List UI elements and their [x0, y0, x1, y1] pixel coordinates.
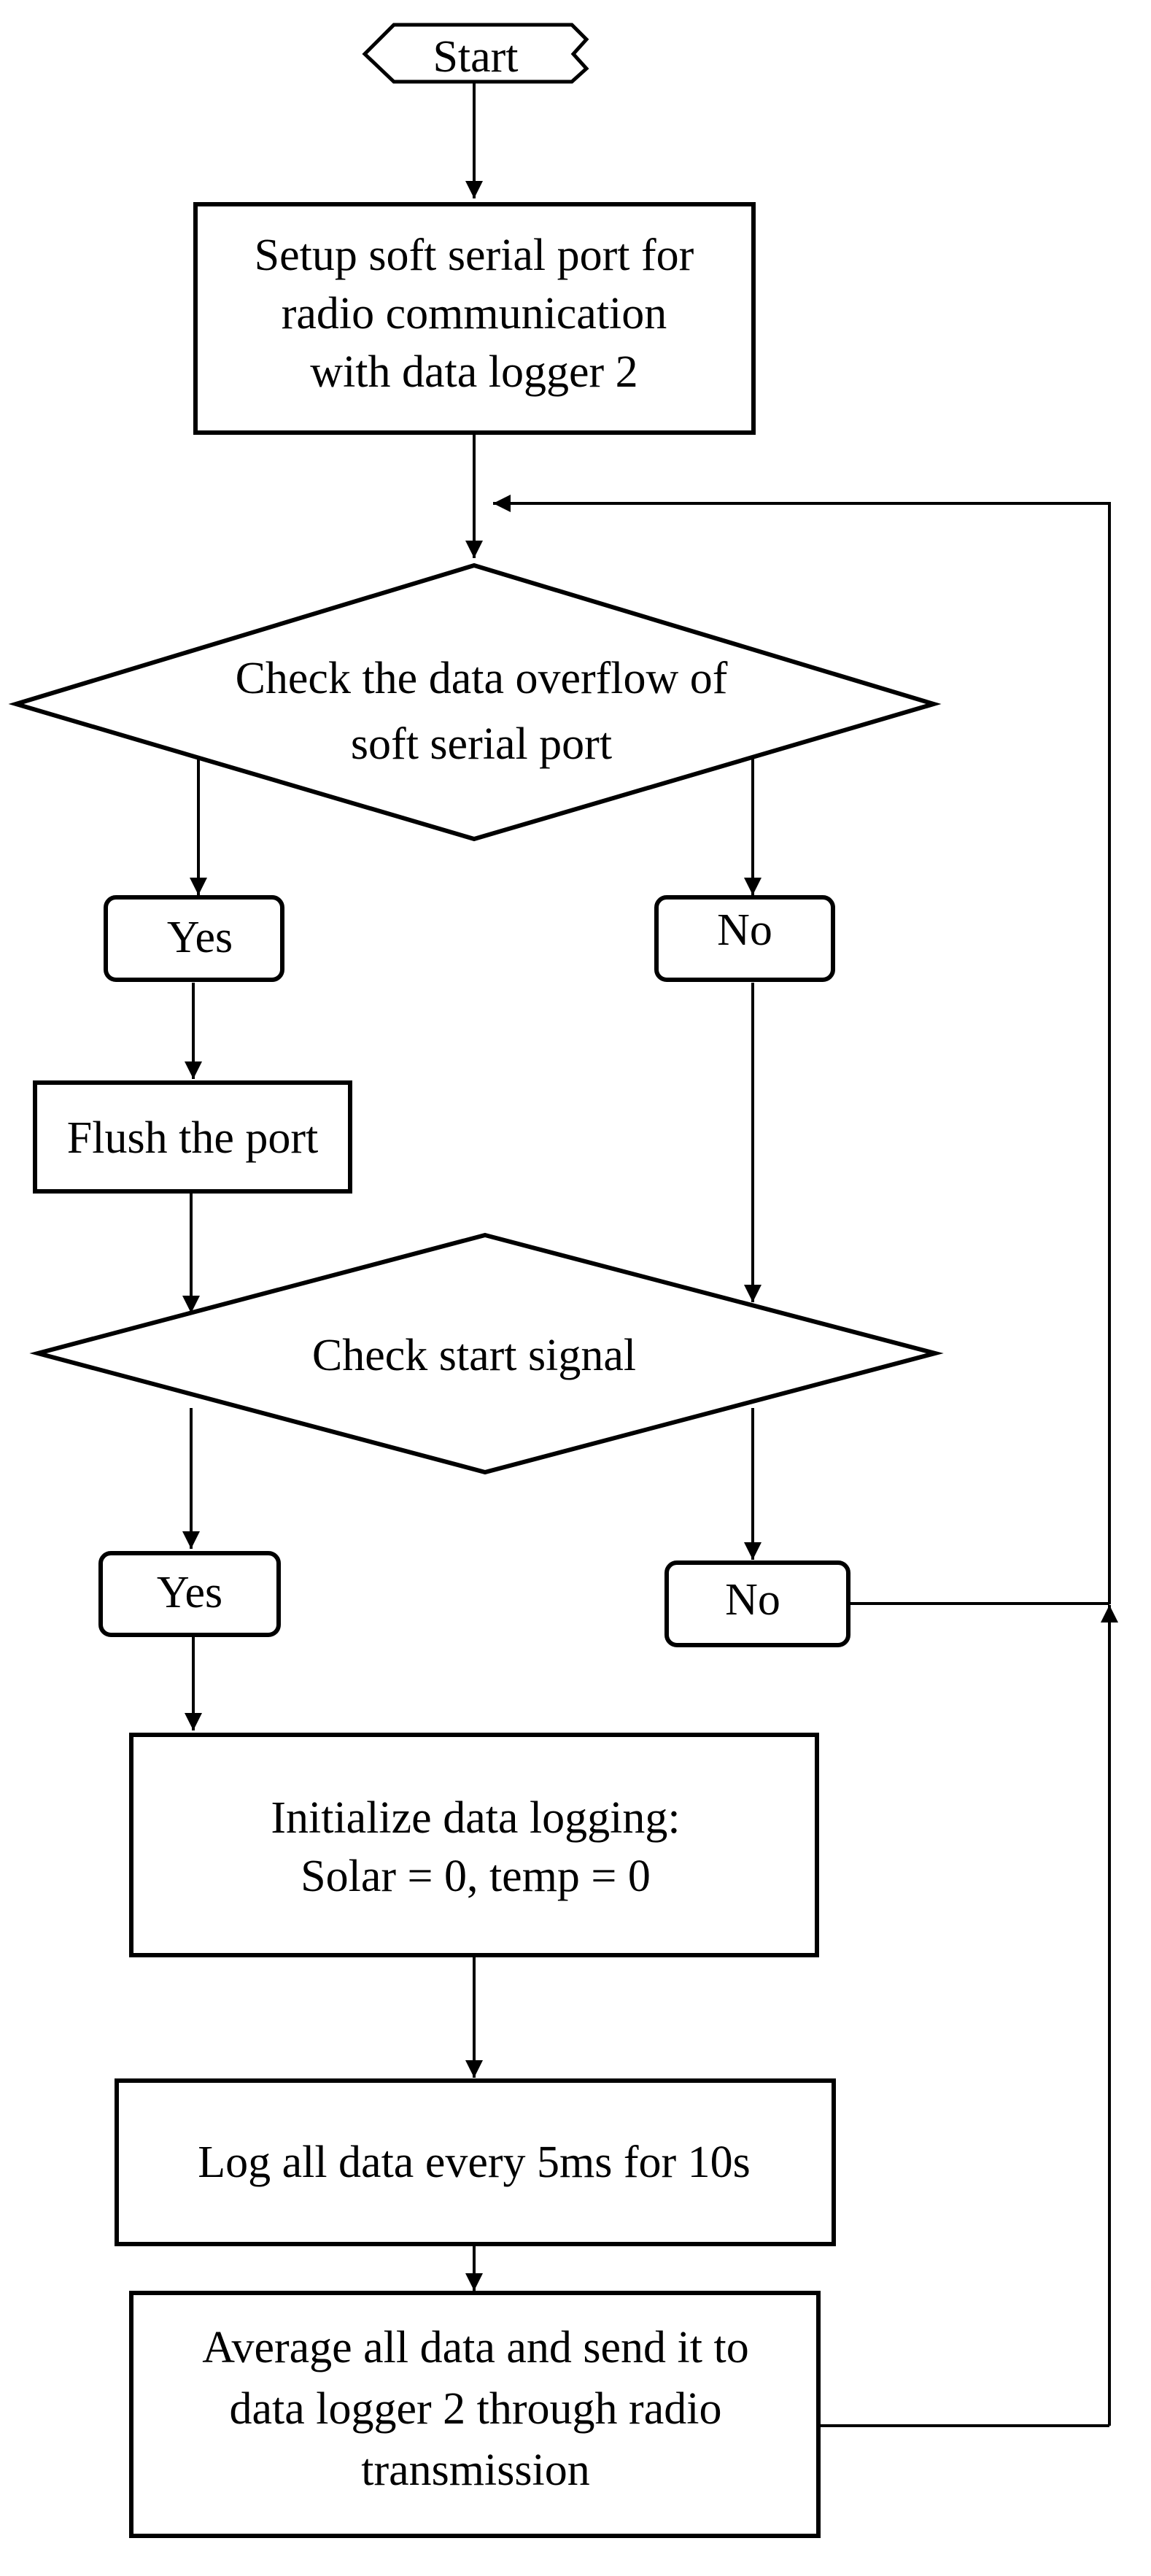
loop-back-line — [493, 495, 1111, 1604]
yes2-label: Yes — [157, 1568, 222, 1617]
yes-branch-1: Yes — [104, 895, 284, 982]
start-signal-decision: Check start signal — [29, 1232, 944, 1475]
average-line-3: transmission — [361, 2445, 589, 2495]
overflow-diamond — [8, 562, 942, 842]
log-process: Log all data every 5ms for 10s — [115, 2078, 836, 2246]
average-box — [129, 2291, 821, 2538]
setup-box — [193, 202, 756, 435]
setup-line-1: Setup soft serial port for — [255, 231, 694, 280]
no-branch-1: No — [654, 895, 835, 982]
log-label: Log all data every 5ms for 10s — [198, 2138, 751, 2187]
no2-box — [664, 1560, 850, 1647]
flush-label: Flush the port — [67, 1113, 318, 1163]
no1-box — [654, 895, 835, 982]
flush-process: Flush the port — [33, 1080, 352, 1194]
flush-box — [33, 1080, 352, 1194]
log-box — [115, 2078, 836, 2246]
no2-label: No — [725, 1575, 780, 1625]
no1-label: No — [717, 905, 772, 955]
setup-process: Setup soft serial port for radio communi… — [193, 202, 756, 435]
start-shape — [362, 23, 589, 84]
yes1-box — [104, 895, 284, 982]
connectors — [182, 79, 1118, 2427]
average-line-1: Average all data and send it to — [202, 2323, 748, 2372]
start-signal-label: Check start signal — [312, 1331, 636, 1380]
average-process: Average all data and send it to data log… — [129, 2291, 821, 2538]
overflow-line-2: soft serial port — [351, 719, 612, 769]
setup-line-2: radio communication — [282, 289, 667, 339]
start-label: Start — [433, 32, 518, 82]
init-process: Initialize data logging: Solar = 0, temp… — [129, 1733, 819, 1957]
setup-line-3: with data logger 2 — [310, 347, 637, 397]
overflow-line-1: Check the data overflow of — [236, 654, 728, 703]
start-signal-diamond — [29, 1232, 944, 1475]
init-box — [129, 1733, 819, 1957]
yes2-box — [98, 1551, 281, 1637]
yes-branch-2: Yes — [98, 1551, 281, 1637]
no-branch-2: No — [664, 1560, 850, 1647]
init-line-2: Solar = 0, temp = 0 — [301, 1852, 651, 1901]
overflow-decision: Check the data overflow of soft serial p… — [8, 562, 942, 842]
yes1-label: Yes — [167, 913, 233, 962]
init-line-1: Initialize data logging: — [271, 1793, 680, 1843]
start-terminal: Start — [362, 23, 589, 84]
average-line-2: data logger 2 through radio — [230, 2384, 722, 2434]
